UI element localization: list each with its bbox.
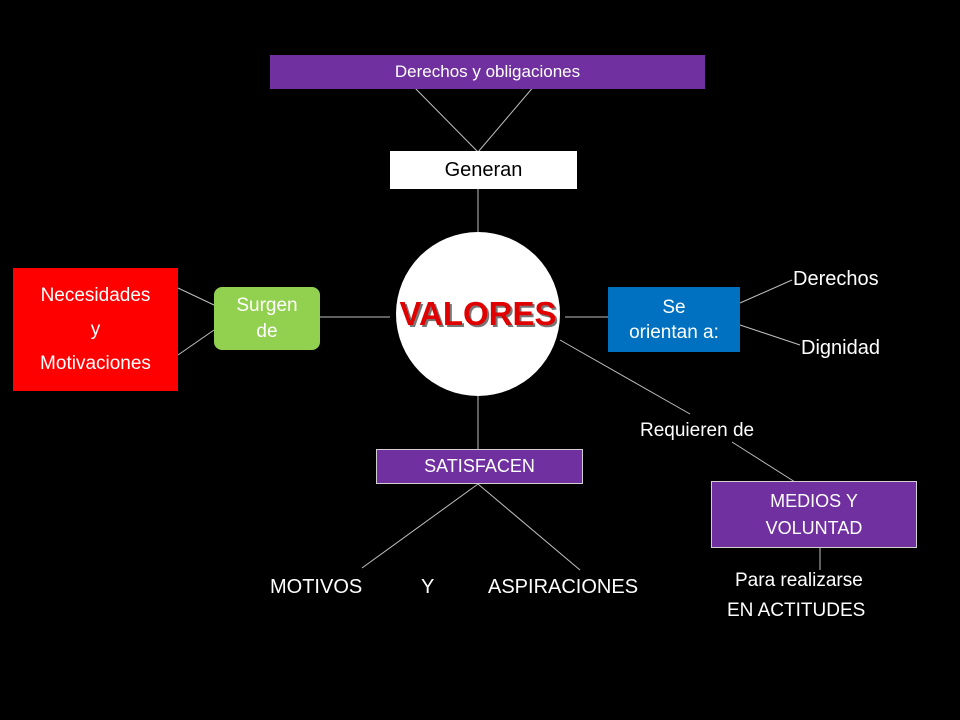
derechos-obligaciones-label: Derechos y obligaciones <box>394 62 581 81</box>
generan-box: Generan <box>390 151 577 189</box>
connector-requieren-medios <box>731 441 796 483</box>
connector-orientan-derechos <box>739 279 793 304</box>
connector-needs-upper <box>177 287 215 306</box>
connector-satisfacen-aspiraciones <box>477 483 581 571</box>
connector-top-right <box>477 84 536 153</box>
en-actitudes-text: EN ACTITUDES <box>727 600 866 621</box>
motivaciones-label: Motivaciones <box>40 352 151 374</box>
se-label: Se <box>662 296 686 318</box>
surgen-label: Surgen <box>236 294 298 316</box>
derechos-text: Derechos <box>793 268 879 290</box>
valores-title-wrap: VALORES <box>396 290 560 338</box>
se-orientan-box: Se orientan a: <box>608 287 740 352</box>
surgen-de-label: de <box>256 320 278 342</box>
medios-voluntad-box: MEDIOS Y VOLUNTAD <box>711 481 917 548</box>
satisfacen-label: SATISFACEN <box>424 456 535 476</box>
orientan-a-label: orientan a: <box>629 321 719 343</box>
aspiraciones-text: ASPIRACIONES <box>488 576 639 598</box>
valores-title: VALORES <box>399 295 557 332</box>
voluntad-label: VOLUNTAD <box>765 517 863 538</box>
para-realizarse-text: Para realizarse <box>735 570 863 591</box>
generan-label: Generan <box>444 158 523 181</box>
requieren-de-text: Requieren de <box>640 420 755 441</box>
medios-label: MEDIOS Y <box>770 490 858 511</box>
connector-satisfacen-motivos <box>361 483 479 569</box>
necesidades-box: Necesidades y Motivaciones <box>13 268 178 391</box>
satisfacen-box: SATISFACEN <box>376 449 583 484</box>
motivos-text: MOTIVOS <box>270 576 363 598</box>
y-text: Y <box>421 576 435 598</box>
connector-center-requieren <box>559 339 691 415</box>
necesidades-label: Necesidades <box>40 284 151 306</box>
center-circle <box>396 232 560 396</box>
dignidad-text: Dignidad <box>801 337 880 359</box>
connector-needs-lower <box>177 329 215 356</box>
derechos-obligaciones-box: Derechos y obligaciones <box>270 55 705 89</box>
surgen-de-box: Surgen de <box>214 287 320 350</box>
connector-top-left <box>411 84 479 153</box>
necesidades-y-label: y <box>90 318 101 340</box>
connector-orientan-dignidad <box>739 324 801 346</box>
